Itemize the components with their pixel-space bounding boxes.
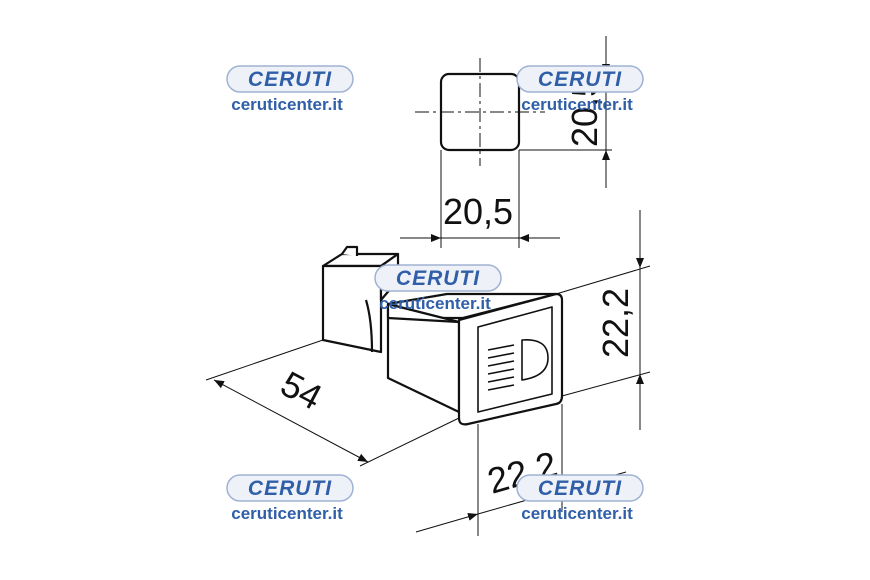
- watermark: CERUTI ceruticenter.it: [516, 474, 644, 523]
- front-face-outline: [457, 292, 564, 426]
- rear-tab: [341, 245, 359, 256]
- watermark-url: ceruticenter.it: [521, 504, 633, 523]
- label-front-height: 22,2: [595, 288, 636, 358]
- ext-line: [359, 417, 460, 467]
- watermark: CERUTI ceruticenter.it: [226, 65, 354, 114]
- ext-line: [555, 265, 651, 295]
- label-length: 54: [274, 363, 329, 418]
- watermark-brand: CERUTI: [248, 68, 332, 91]
- watermark: CERUTI ceruticenter.it: [516, 65, 644, 114]
- watermark-brand: CERUTI: [396, 267, 480, 290]
- dim-line-front-width-left: [415, 512, 479, 533]
- watermark: CERUTI ceruticenter.it: [226, 474, 354, 523]
- rear-mid-ridge: [364, 299, 374, 353]
- iso-dimensions: [205, 210, 651, 536]
- watermark-url: ceruticenter.it: [379, 294, 491, 313]
- watermark-url: ceruticenter.it: [231, 504, 343, 523]
- rear-connector: [321, 264, 383, 354]
- watermark-brand: CERUTI: [538, 68, 622, 91]
- watermark-url: ceruticenter.it: [521, 95, 633, 114]
- watermark-url: ceruticenter.it: [231, 95, 343, 114]
- housing-edge: [387, 316, 460, 324]
- ext-line: [205, 339, 324, 381]
- watermark: CERUTI ceruticenter.it: [374, 264, 502, 313]
- dim-line-length: [213, 379, 369, 463]
- watermark-brand: CERUTI: [538, 477, 622, 500]
- ext-line: [561, 371, 651, 397]
- label-top-width: 20,5: [443, 191, 513, 232]
- headlight-icon: [487, 339, 549, 391]
- watermark-brand: CERUTI: [248, 477, 332, 500]
- front-face-bevel: [477, 306, 553, 413]
